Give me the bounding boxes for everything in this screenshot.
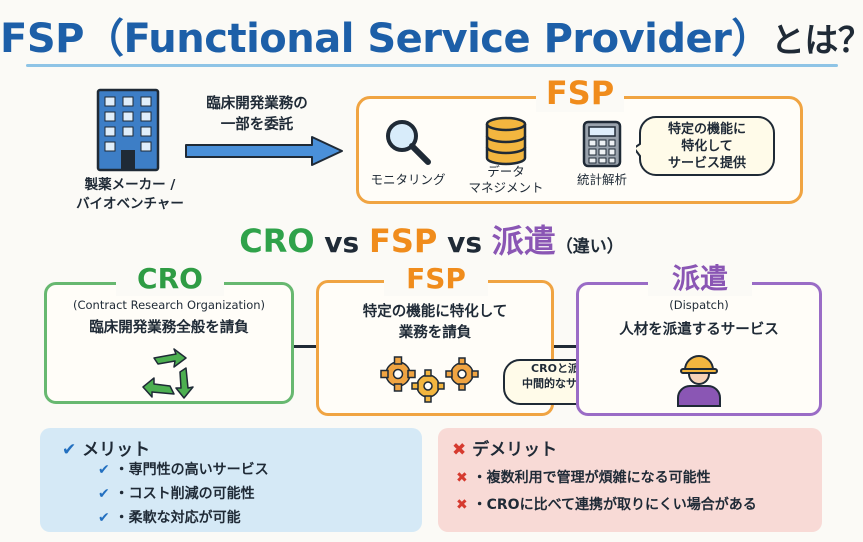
service-statistics-label: 統計解析: [556, 172, 648, 188]
comparison-title: CRO vs FSP vs 派遣（違い）: [0, 216, 863, 262]
demerit-title: デメリット: [472, 440, 558, 460]
cro-description: 臨床開発業務全般を請負: [89, 320, 249, 336]
cro-label: CRO: [116, 262, 224, 296]
calculator-icon: [582, 120, 622, 168]
merit-item: ✔ ・専門性の高いサービス: [98, 459, 269, 479]
merit-heading: ✔ メリット: [62, 435, 150, 460]
bubble-line2: 特化して: [681, 139, 733, 154]
demerit-item-text: ・複数利用で管理が煩雑になる可能性: [472, 470, 711, 486]
cross-icon: ✖: [456, 470, 468, 486]
merit-item: ✔ ・柔軟な対応が可能: [98, 507, 241, 527]
merit-item-text: ・コスト削減の可能性: [114, 486, 255, 502]
title-main: FSP（Functional Service Provider）: [0, 16, 771, 62]
bubble-line1: 特定の機能に: [667, 122, 746, 137]
gears-icon: [380, 356, 479, 403]
worker-icon: [677, 355, 721, 407]
connector-cro-fsp: [294, 345, 316, 348]
merit-item-text: ・柔軟な対応が可能: [114, 510, 241, 526]
cross-icon: ✖: [452, 440, 467, 460]
check-icon: ✔: [62, 440, 77, 460]
vs-separator-1: vs: [314, 226, 369, 259]
fsp-label: FSP: [384, 262, 488, 296]
service-data-line1: データ: [487, 164, 525, 179]
cro-subtitle: (Contract Research Organization): [72, 298, 266, 312]
service-statistics-line1: 統計解析: [576, 172, 627, 187]
check-icon: ✔: [98, 462, 110, 478]
demerit-item: ✖ ・複数利用で管理が煩雑になる可能性: [456, 467, 711, 487]
page-title: FSP（Functional Service Provider）とは？: [0, 6, 863, 64]
fsp-desc-line2: 業務を請負: [398, 325, 472, 341]
cro-box: [44, 282, 294, 404]
dispatch-description: 人材を派遣するサービス: [619, 322, 779, 338]
outsource-line1: 臨床開発業務の: [206, 96, 308, 112]
service-monitoring-line1: モニタリング: [370, 172, 446, 187]
merit-item-text: ・専門性の高いサービス: [114, 462, 269, 478]
dispatch-subtitle: (Dispatch): [669, 298, 729, 312]
vs-dispatch: 派遣: [491, 222, 556, 260]
merit-item: ✔ ・コスト削減の可能性: [98, 483, 255, 503]
check-icon: ✔: [98, 510, 110, 526]
connector-fsp-dispatch: [554, 345, 576, 348]
client-label-line1: 製薬メーカー /: [84, 177, 176, 193]
database-icon: [485, 116, 527, 166]
merit-panel: [40, 428, 422, 532]
demerit-item: ✖ ・CROに比べて連携が取りにくい場合がある: [456, 494, 757, 514]
vs-separator-2: vs: [437, 226, 492, 259]
right-arrow-icon: [185, 136, 343, 166]
client-label-line2: バイオベンチャー: [76, 196, 184, 212]
merit-title: メリット: [82, 440, 151, 460]
speech-bubble-icon: [636, 116, 775, 176]
service-monitoring-label: モニタリング: [360, 172, 456, 188]
outsource-line2: 一部を委託: [220, 117, 294, 133]
service-data-line2: マネジメント: [468, 180, 544, 195]
building-icon: [96, 88, 160, 172]
outsource-label: 臨床開発業務の 一部を委託: [182, 94, 332, 136]
cross-icon: ✖: [456, 497, 468, 513]
magnifier-icon: [386, 120, 431, 165]
fsp-overview-label: FSP: [536, 74, 624, 112]
service-data-management-label: データ マネジメント: [456, 164, 556, 196]
vs-fsp: FSP: [368, 222, 438, 260]
fsp-description: 特定の機能に特化して 業務を請負: [322, 302, 548, 344]
check-icon: ✔: [98, 486, 110, 502]
demerit-heading: ✖ デメリット: [452, 435, 557, 460]
bubble-line3: サービス提供: [667, 156, 746, 171]
vs-diff: （違い）: [555, 237, 624, 257]
title-suffix: とは？: [770, 21, 863, 61]
demerit-item-text: ・CROに比べて連携が取りにくい場合がある: [472, 497, 757, 513]
dispatch-label: 派遣: [648, 262, 752, 296]
vs-cro: CRO: [239, 222, 315, 260]
recycle-arrows-icon: [142, 348, 194, 399]
demerit-panel: [438, 428, 822, 532]
client-label: 製薬メーカー / バイオベンチャー: [50, 176, 210, 214]
title-underline: [26, 64, 838, 67]
fsp-desc-line1: 特定の機能に特化して: [362, 304, 508, 320]
fsp-bubble-text: 特定の機能に 特化して サービス提供: [636, 121, 778, 172]
